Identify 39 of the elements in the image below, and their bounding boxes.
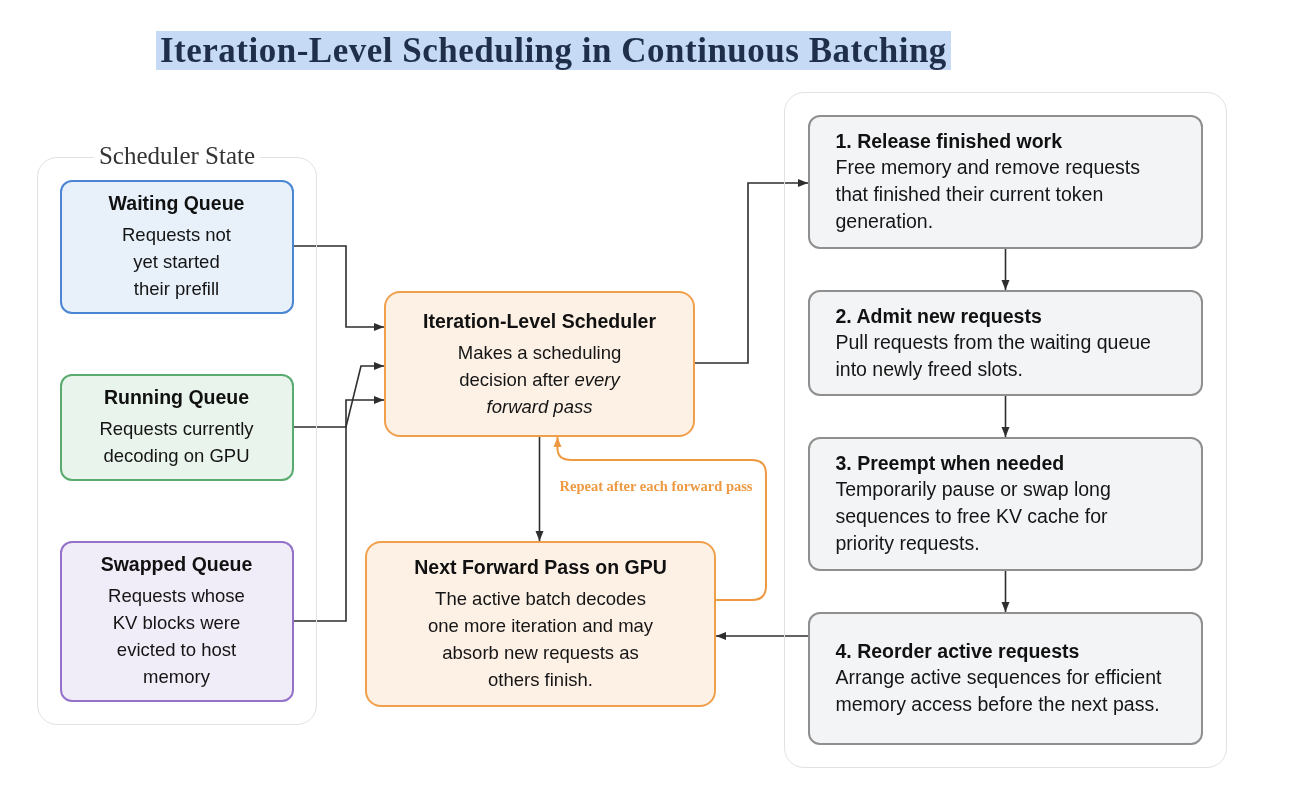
diagram-title: Iteration-Level Scheduling in Continuous Batching bbox=[156, 31, 951, 70]
connector-arrow bbox=[293, 396, 385, 622]
card-title: Next Forward Pass on GPU bbox=[414, 555, 667, 579]
connector-arrow bbox=[694, 179, 809, 364]
card-title: Waiting Queue bbox=[108, 191, 245, 215]
step-card bbox=[807, 289, 1203, 396]
connector-arrow bbox=[1001, 395, 1010, 438]
step-text: Temporarily pause or swap long sequences to free KV cache for priority requests. bbox=[835, 477, 1112, 556]
step-card bbox=[807, 436, 1203, 571]
step-card bbox=[807, 114, 1203, 249]
connector-arrow bbox=[715, 632, 809, 640]
queue-card bbox=[59, 179, 294, 314]
connector-arrow bbox=[293, 362, 385, 428]
card-title: Swapped Queue bbox=[100, 552, 253, 576]
forward-pass-card bbox=[365, 541, 716, 707]
step-title: 2. Admit new requests bbox=[835, 303, 1043, 329]
queue-card bbox=[59, 373, 294, 481]
card-text: The active batch decodes one more iteration and may absorb new requests as others finish. bbox=[426, 587, 655, 692]
card-text: Makes a scheduling decision after every forward pass bbox=[456, 340, 623, 419]
connector-arrow bbox=[1001, 570, 1010, 613]
connector-arrow bbox=[293, 245, 385, 331]
step-text: Pull requests from the waiting queue into newly freed slots. bbox=[835, 329, 1152, 382]
loop-arrow bbox=[553, 436, 767, 601]
card-text: Requests currently decoding on GPU bbox=[98, 417, 255, 468]
card-text: Requests whose KV blocks were evicted to host memory bbox=[107, 584, 246, 689]
queue-card bbox=[59, 540, 294, 702]
card-title: Iteration-Level Scheduler bbox=[423, 308, 656, 333]
card-title: Running Queue bbox=[103, 385, 250, 409]
step-title: 3. Preempt when needed bbox=[835, 451, 1066, 476]
connector-arrow bbox=[1001, 248, 1010, 291]
card-text: Requests not yet started their prefill bbox=[121, 223, 232, 301]
step-title: 1. Release finished work bbox=[835, 129, 1063, 154]
step-card bbox=[807, 611, 1203, 745]
scheduler-card bbox=[384, 291, 695, 437]
step-text: Arrange active sequences for efficient memory access before the next pass. bbox=[835, 665, 1163, 717]
step-text: Free memory and remove requests that finished their current token generation. bbox=[835, 155, 1142, 234]
connector-arrow bbox=[535, 436, 544, 542]
step-title: 4. Reorder active requests bbox=[835, 639, 1081, 664]
steps-panel bbox=[784, 92, 1227, 768]
